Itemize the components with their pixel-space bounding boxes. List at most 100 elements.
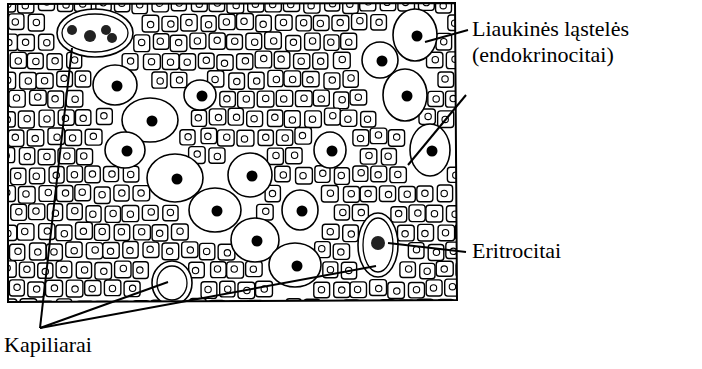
cell-nucleus	[62, 190, 68, 196]
small-cell	[428, 91, 444, 106]
cell-nucleus	[470, 208, 476, 214]
cell-nucleus	[327, 267, 333, 273]
cell-nucleus	[282, 135, 288, 141]
cell-nucleus	[176, 77, 182, 83]
small-cell	[228, 301, 243, 317]
small-cell	[341, 33, 357, 49]
small-cell	[343, 300, 360, 315]
cell-nucleus	[167, 59, 173, 65]
erythrocyte	[101, 25, 111, 35]
cell-nucleus	[80, 228, 86, 234]
cell-nucleus	[463, 191, 469, 197]
cell-nucleus	[221, 60, 227, 66]
cell-nucleus	[459, 229, 465, 235]
cell-nucleus	[263, 134, 269, 140]
cell-nucleus	[365, 190, 371, 196]
small-cell	[114, 0, 129, 12]
cell-nucleus	[195, 115, 201, 121]
cell-nucleus	[263, 95, 269, 101]
cell-nucleus	[12, 134, 18, 140]
cell-nucleus	[24, 116, 30, 122]
small-cell	[134, 225, 151, 240]
gland-cell	[105, 132, 145, 168]
cell-nucleus	[45, 189, 51, 195]
cell-nucleus	[138, 39, 144, 45]
small-cell	[258, 130, 273, 145]
cell-nucleus	[224, 250, 230, 256]
small-cell	[286, 148, 303, 164]
cell-nucleus	[24, 266, 30, 272]
cell-nucleus	[413, 286, 419, 292]
small-cell	[360, 0, 376, 11]
small-cell	[211, 262, 226, 278]
small-cell	[201, 128, 217, 143]
cell-nucleus	[281, 96, 287, 102]
cell-nucleus	[463, 114, 469, 120]
cell-nucleus	[339, 287, 345, 293]
cell-nucleus	[110, 210, 116, 216]
cell-nucleus	[214, 266, 220, 272]
cell-nucleus	[432, 57, 438, 63]
cell-nucleus	[462, 39, 468, 45]
cell-nucleus	[300, 173, 306, 179]
small-cell	[29, 204, 45, 220]
small-cell	[66, 280, 83, 297]
small-cell	[115, 302, 131, 318]
small-cell	[465, 91, 481, 106]
small-cell	[133, 186, 150, 201]
cell-nucleus	[327, 190, 333, 196]
small-cell	[420, 263, 435, 278]
small-cell	[9, 14, 24, 30]
small-cell	[296, 16, 311, 31]
cell-nucleus	[319, 245, 325, 251]
cell-nucleus	[269, 307, 275, 313]
small-cell	[438, 299, 454, 315]
small-cell	[228, 108, 243, 125]
small-cell	[191, 0, 207, 11]
cell-nucleus	[213, 305, 219, 311]
small-cell	[380, 0, 396, 11]
capillary-wall	[152, 261, 192, 305]
small-cell	[162, 54, 179, 70]
cell-nucleus	[71, 57, 77, 63]
small-cell	[370, 128, 387, 143]
cell-nucleus	[251, 39, 257, 45]
small-cell	[123, 242, 138, 259]
small-cell	[105, 206, 120, 222]
small-cell	[181, 14, 198, 31]
small-cell	[390, 167, 406, 183]
small-cell	[388, 130, 404, 146]
cell-nucleus	[61, 266, 67, 272]
small-cell	[446, 91, 462, 107]
small-cell	[227, 0, 244, 13]
cell-nucleus	[348, 190, 354, 196]
cell-nucleus	[157, 38, 163, 44]
small-cell	[227, 262, 244, 278]
cell-nucleus	[375, 172, 381, 178]
small-cell	[114, 185, 129, 201]
cell-nucleus	[33, 208, 39, 214]
cell-nucleus	[402, 231, 408, 237]
cell-nucleus	[99, 228, 105, 234]
small-cell	[324, 73, 340, 89]
gland-cell	[362, 42, 398, 78]
cell-nucleus	[194, 151, 200, 157]
cell-nucleus	[25, 303, 31, 309]
part-label: Kapiliarai	[4, 332, 204, 358]
cell-nucleus	[433, 249, 439, 255]
small-cell	[418, 0, 434, 10]
small-cell	[247, 300, 263, 317]
small-cell	[75, 185, 91, 201]
gland-nucleus	[327, 146, 338, 157]
small-cell	[75, 110, 90, 126]
cell-nucleus	[441, 190, 447, 196]
cell-nucleus	[233, 114, 239, 120]
cell-nucleus	[270, 38, 276, 44]
small-cell	[265, 32, 282, 49]
small-cell	[437, 185, 452, 202]
small-cell	[436, 0, 452, 13]
cell-nucleus	[251, 116, 257, 122]
gland-nucleus	[212, 206, 223, 217]
small-cell	[350, 90, 367, 105]
cell-nucleus	[273, 76, 279, 82]
